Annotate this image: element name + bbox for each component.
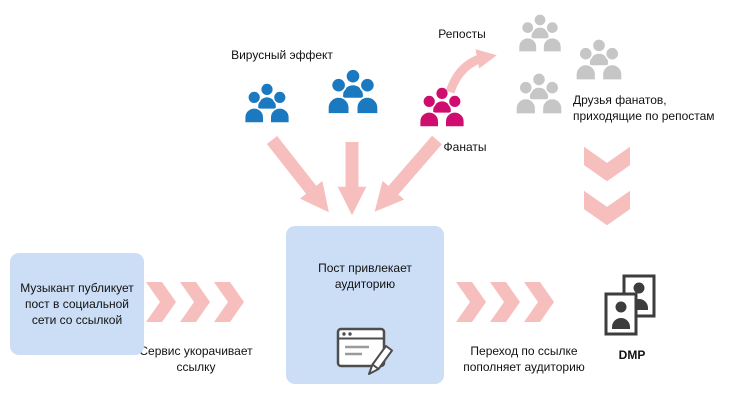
chevron-right-right-2 [490, 282, 520, 322]
label-reposts: Репосты [438, 27, 486, 41]
people-group-viral-2-icon [326, 68, 380, 115]
chevron-right-right-1 [456, 282, 486, 322]
people-group-fans-icon [418, 86, 466, 128]
label-fans-friends: Друзья фанатов, приходящие по репостам [573, 93, 715, 123]
post-attracts-box-text: Пост привлекает аудиторию [318, 261, 412, 292]
chevron-right-left-2 [180, 282, 210, 322]
arrow-viral-left-to-post [266, 135, 329, 213]
people-group-reposts-1-icon [517, 13, 563, 53]
chevron-right-left-1 [146, 282, 176, 322]
chevron-right-right-3 [524, 282, 554, 322]
label-service-shortens-link: Сервис укорачивает ссылку [139, 344, 253, 374]
musician-post-box-text: Музыкант публикует пост в социальной сет… [20, 280, 134, 328]
label-fans: Фанаты [443, 140, 487, 154]
label-link-transition: Переход по ссылке пополняет аудиторию [463, 344, 585, 374]
chevron-down-2 [584, 190, 630, 226]
browser-pencil-icon [336, 327, 393, 375]
musician-post-box: Музыкант публикует пост в социальной сет… [10, 253, 144, 355]
people-group-reposts-3-icon [514, 72, 564, 115]
label-viral-effect: Вирусный эффект [231, 48, 333, 62]
chevron-right-left-3 [214, 282, 244, 322]
people-group-reposts-2-icon [574, 38, 624, 81]
dmp-cards-icon [604, 274, 656, 336]
people-group-viral-1-icon [243, 82, 291, 124]
label-dmp: DMP [618, 348, 646, 362]
post-attracts-box: Пост привлекает аудиторию [286, 226, 444, 384]
chevron-down-1 [584, 146, 630, 182]
